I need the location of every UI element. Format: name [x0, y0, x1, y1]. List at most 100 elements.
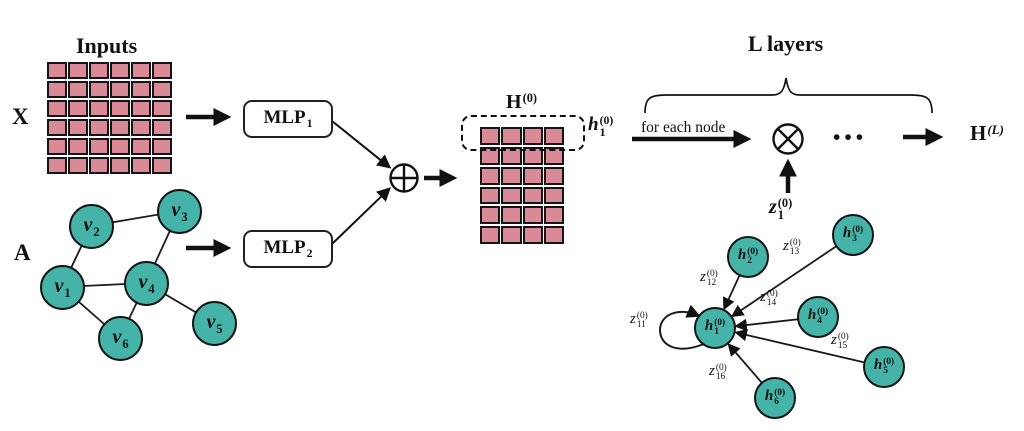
h1-row-dashed-box	[461, 115, 585, 151]
node-v4-label: v	[138, 270, 148, 293]
z1-label: z(0)1	[769, 196, 793, 223]
matrix-cell	[480, 186, 501, 205]
node-v3-label: v	[171, 198, 181, 221]
node-h4-label: h	[807, 307, 817, 324]
matrix-cell	[152, 81, 172, 98]
node-v2-label: v	[83, 213, 93, 236]
matrix-cell	[543, 146, 564, 165]
matrix-cell	[131, 157, 151, 174]
matrix-cell	[480, 206, 501, 225]
matrix-cell	[47, 81, 67, 98]
hl-output-label: H(L)	[970, 121, 1004, 145]
matrix-cell	[152, 157, 172, 174]
matrix-cell	[47, 62, 67, 79]
a-graph-label: A	[14, 240, 31, 265]
matrix-cell	[110, 157, 130, 174]
matrix-cell	[131, 119, 151, 136]
matrix-cell	[501, 166, 522, 185]
node-h1-label: h	[704, 318, 714, 335]
inputs-title: Inputs	[76, 33, 138, 58]
matrix-cell	[522, 146, 543, 165]
matrix-cell	[68, 81, 88, 98]
matrix-cell	[89, 62, 109, 79]
matrix-cell	[501, 206, 522, 225]
node-h6: h(0)6	[754, 377, 796, 419]
matrix-cell	[131, 81, 151, 98]
matrix-cell	[480, 146, 501, 165]
h0-matrix	[480, 127, 564, 244]
node-h4: h(0)4	[797, 296, 839, 338]
matrix-cell	[110, 81, 130, 98]
mlp2-label: MLP	[263, 236, 306, 258]
edge-h5-to-h1	[734, 328, 885, 368]
matrix-cell	[89, 100, 109, 117]
matrix-cell	[501, 146, 522, 165]
edge-label-z14: z(0)14	[760, 289, 778, 309]
matrix-cell	[68, 157, 88, 174]
node-h2: h(0)2	[727, 236, 769, 278]
ellipsis-dots: •••	[833, 125, 868, 149]
matrix-cell	[152, 62, 172, 79]
node-v5-label: v	[206, 310, 216, 333]
matrix-cell	[68, 100, 88, 117]
node-h5-label: h	[873, 357, 883, 374]
matrix-cell	[522, 206, 543, 225]
matrix-cell	[47, 100, 67, 117]
matrix-cell	[501, 186, 522, 205]
arrow-mlp1-to-plus	[331, 120, 392, 169]
matrix-cell	[89, 119, 109, 136]
l-layers-brace	[644, 77, 933, 114]
matrix-cell	[89, 81, 109, 98]
multiply-circle-icon	[772, 123, 804, 155]
matrix-cell	[522, 166, 543, 185]
matrix-cell	[110, 119, 130, 136]
node-v6-label: v	[112, 325, 122, 348]
matrix-cell	[543, 186, 564, 205]
h1-row-label: h(0)1	[588, 114, 614, 139]
h0-title: H(0)	[506, 91, 538, 113]
matrix-cell	[89, 157, 109, 174]
edge-label-z12: z(0)12	[700, 269, 718, 289]
node-h2-label: h	[737, 247, 747, 264]
matrix-cell	[152, 138, 172, 155]
matrix-cell	[131, 62, 151, 79]
matrix-cell	[47, 138, 67, 155]
node-h1: h(0)1	[694, 307, 736, 349]
matrix-cell	[522, 226, 543, 244]
matrix-cell	[522, 186, 543, 205]
node-h6-label: h	[764, 388, 774, 405]
matrix-cell	[47, 119, 67, 136]
matrix-cell	[68, 62, 88, 79]
x-matrix-label: X	[12, 104, 29, 129]
matrix-cell	[131, 138, 151, 155]
for-each-node-label: for each node	[641, 119, 726, 136]
arrow-mlp2-to-plus	[331, 187, 392, 245]
matrix-cell	[110, 62, 130, 79]
matrix-cell	[152, 119, 172, 136]
matrix-cell	[68, 119, 88, 136]
edge-label-z11: z(0)11	[630, 311, 648, 331]
matrix-cell	[501, 127, 522, 145]
node-v1-label: v	[54, 274, 64, 297]
matrix-cell	[89, 138, 109, 155]
matrix-cell	[480, 166, 501, 185]
matrix-cell	[110, 138, 130, 155]
edge-label-z15: z(0)15	[831, 332, 849, 352]
matrix-cell	[543, 226, 564, 244]
matrix-cell	[543, 166, 564, 185]
flow-arrows	[186, 108, 944, 257]
matrix-cell	[543, 127, 564, 145]
aggregation-edges	[658, 234, 885, 399]
matrix-cell	[110, 100, 130, 117]
matrix-cell	[480, 127, 501, 145]
edge-h3-to-h1	[730, 234, 854, 318]
matrix-cell	[480, 226, 501, 244]
